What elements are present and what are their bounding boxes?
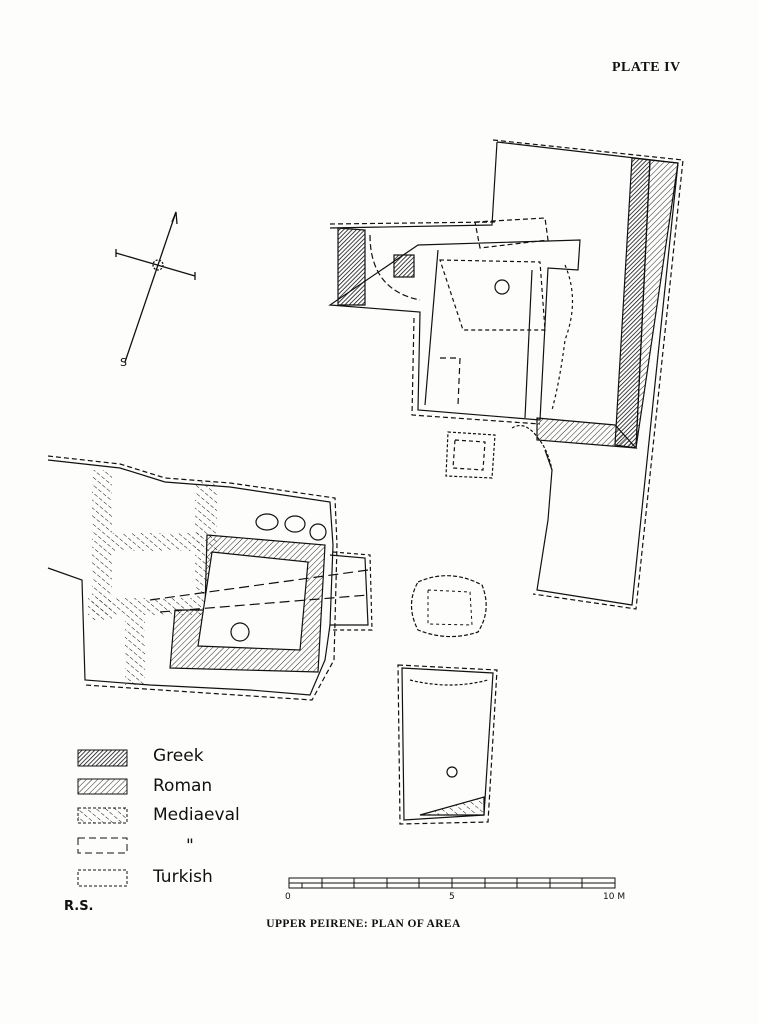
lower-building bbox=[47, 455, 373, 701]
cistern bbox=[410, 575, 487, 638]
legend-label-ditto: " bbox=[186, 836, 194, 856]
legend-swatch-roman bbox=[77, 778, 128, 795]
legend-label-greek: Greek bbox=[153, 746, 204, 766]
legend-swatch-turkish bbox=[77, 869, 128, 887]
legend-swatches bbox=[77, 749, 128, 887]
north-arrow-icon: S bbox=[115, 211, 196, 369]
legend-label-turkish: Turkish bbox=[153, 867, 213, 887]
caption-text: UPPER PEIRENE: PLAN OF AREA bbox=[266, 918, 461, 930]
legend-label-roman: Roman bbox=[153, 776, 213, 796]
legend-swatch-dashed bbox=[77, 837, 128, 854]
trapezoid-room bbox=[397, 664, 498, 825]
scale-label-10: 10 M bbox=[603, 892, 626, 902]
scale-bar bbox=[288, 877, 616, 889]
scale-label-5: 5 bbox=[449, 892, 455, 902]
upper-enclosure bbox=[328, 139, 684, 610]
svg-text:S: S bbox=[120, 356, 127, 369]
figure-caption: UPPER PEIRENE: PLAN OF AREA bbox=[0, 918, 759, 930]
legend-swatch-mediaeval bbox=[77, 807, 128, 824]
legend-swatch-greek bbox=[77, 749, 128, 767]
plate-title: PLATE IV bbox=[612, 60, 681, 75]
legend-label-mediaeval: Mediaeval bbox=[153, 805, 240, 825]
scale-label-0: 0 bbox=[285, 892, 291, 902]
draftsman-initials: R.S. bbox=[64, 899, 94, 914]
